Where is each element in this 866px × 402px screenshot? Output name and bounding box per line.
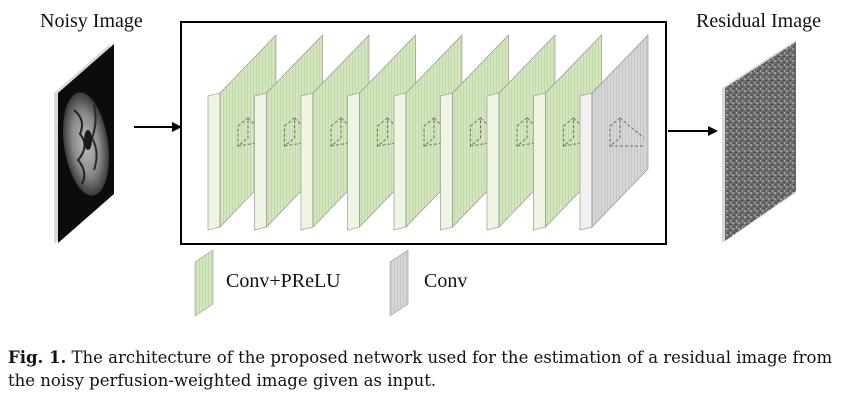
legend-swatch-conv [389,249,409,317]
legend-label-conv: Conv [424,270,468,292]
noisy-input-image [54,44,114,244]
input-label: Noisy Image [40,10,143,32]
figure-caption: Fig. 1. The architecture of the proposed… [8,346,864,392]
network-diagram [54,21,796,317]
network-frame [180,21,667,245]
input-arrow [134,122,182,132]
caption-label: Fig. 1. [8,348,67,367]
legend-swatch-conv-prelu [194,249,214,317]
layer-conv-9 [579,34,649,231]
output-arrow [668,126,718,136]
output-label: Residual Image [696,10,821,32]
caption-text: The architecture of the proposed network… [8,348,833,390]
legend-label-conv-prelu: Conv+PReLU [226,270,341,292]
layer-stack [207,34,649,231]
residual-output-image [722,40,796,243]
